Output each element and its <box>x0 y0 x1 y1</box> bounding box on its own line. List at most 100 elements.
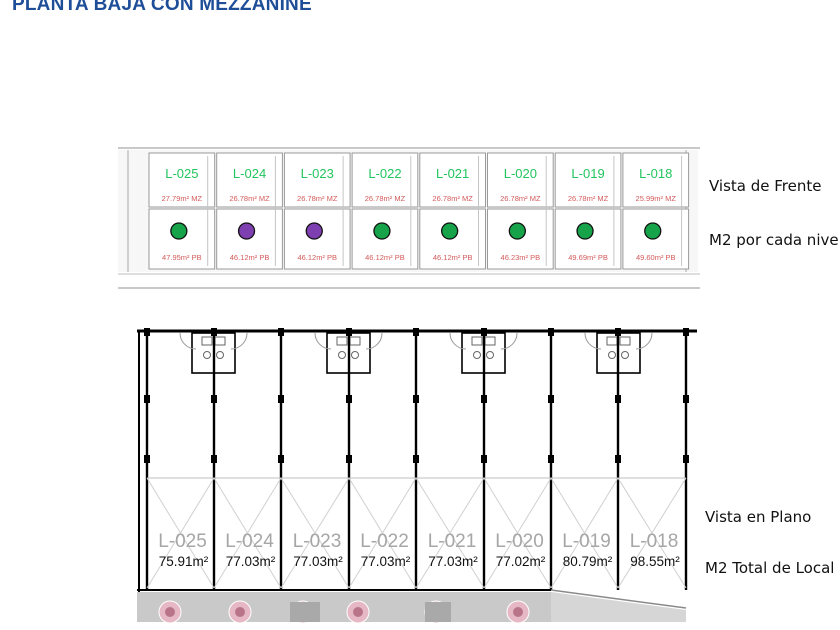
glazing-diagonal <box>617 477 687 589</box>
status-dot <box>170 222 188 240</box>
plan-unit-id: L-024 <box>225 531 274 552</box>
mezzanine-panel <box>487 152 554 208</box>
toilet-fixture <box>621 351 629 359</box>
door-swing <box>314 332 332 350</box>
front-unit-id: L-018 <box>639 166 672 181</box>
wall-column <box>278 455 284 463</box>
seating-table-center <box>235 607 245 617</box>
mezzanine-panel <box>419 152 486 208</box>
plan-unit-total-area: 77.03m² <box>293 554 343 569</box>
mezzanine-panel <box>148 152 216 208</box>
seating-table-center <box>353 607 363 617</box>
wall-column <box>413 395 419 403</box>
mezzanine-panel <box>283 152 351 208</box>
status-dot <box>237 222 256 240</box>
plan-unit-id: L-018 <box>630 531 679 552</box>
glazing-diagonal <box>483 477 552 589</box>
door-swing <box>230 332 248 350</box>
wall-column <box>683 455 689 463</box>
wall-column <box>144 455 150 463</box>
walkway-strip <box>137 592 551 622</box>
door-swing <box>635 332 653 350</box>
glazing-diagonal <box>213 477 282 589</box>
ground-area: 49.60m² PB <box>636 253 676 262</box>
plan-unit-total-area: 98.55m² <box>630 554 680 569</box>
ground-area: 46.12m² PB <box>230 253 270 262</box>
status-dot <box>644 222 662 240</box>
toilet-fixture <box>351 351 359 359</box>
toilet-fixture <box>608 351 616 359</box>
mezzanine-panel <box>622 152 690 208</box>
wall-column <box>346 455 352 463</box>
wall-column <box>615 395 621 403</box>
door-swing <box>449 332 467 350</box>
plan-unit-total-area: 80.79m² <box>563 554 613 569</box>
ground-area: 46.23m² PB <box>501 253 541 262</box>
front-elevation <box>118 147 700 289</box>
door-swing <box>584 332 602 350</box>
door-swing <box>500 332 518 350</box>
mezzanine-area: 27.79m² MZ <box>162 194 203 203</box>
front-view-label: Vista de Frente <box>709 177 822 195</box>
toilet-fixture <box>338 351 346 359</box>
wall-column <box>548 455 554 463</box>
wall-column <box>548 395 554 403</box>
status-dot <box>440 222 459 240</box>
sink-fixture <box>201 336 213 346</box>
ground-area: 46.12m² PB <box>365 253 405 262</box>
mezzanine-area: 26.78m² MZ <box>568 194 609 203</box>
ground-area: 46.12m² PB <box>433 253 473 262</box>
wall-column <box>683 395 689 403</box>
mezzanine-panel <box>554 152 622 208</box>
status-dot <box>508 222 526 240</box>
ground-area: 49.69m² PB <box>568 253 608 262</box>
wall-column <box>413 455 419 463</box>
plan-view-label: Vista en Plano <box>705 508 812 526</box>
floor-plan <box>136 328 697 624</box>
wall-column <box>278 395 284 403</box>
mezzanine-panel <box>216 152 283 208</box>
front-unit-id: L-024 <box>233 166 266 181</box>
front-unit-id: L-020 <box>504 166 537 181</box>
plan-unit-id: L-023 <box>293 531 342 552</box>
page-title: PLANTA BAJA CON MEZZANINE <box>12 0 312 15</box>
toilet-fixture <box>203 351 211 359</box>
sink-fixture <box>619 336 631 346</box>
plan-unit-id: L-021 <box>428 531 477 552</box>
status-dot <box>576 222 594 240</box>
plan-unit-total-area: 77.02m² <box>496 554 546 569</box>
sink-fixture <box>336 336 348 346</box>
mezzanine-area: 25.99m² MZ <box>636 194 677 203</box>
front-unit-id: L-021 <box>436 166 469 181</box>
glazing-diagonal <box>280 477 350 589</box>
front-unit-id: L-019 <box>571 166 604 181</box>
plan-unit-id: L-025 <box>158 531 207 552</box>
planter-box <box>290 602 320 622</box>
mezzanine-panel <box>351 152 419 208</box>
glazing-diagonal <box>415 477 485 589</box>
wall-column <box>211 455 217 463</box>
plan-unit-id: L-019 <box>562 531 611 552</box>
status-dot <box>373 222 391 240</box>
wall-column <box>615 455 621 463</box>
toilet-fixture <box>473 351 481 359</box>
wall-column <box>481 455 487 463</box>
front-unit-id: L-022 <box>368 166 401 181</box>
front-unit-id: L-023 <box>301 166 334 181</box>
walkway-strip <box>551 592 686 622</box>
glazing-diagonal <box>550 477 619 589</box>
glazing-diagonal <box>146 477 215 589</box>
front-unit-id: L-025 <box>165 166 198 181</box>
toilet-fixture <box>216 351 224 359</box>
seating-table-center <box>165 607 175 617</box>
mezzanine-area: 26.78m² MZ <box>500 194 541 203</box>
plan-unit-total-area: 77.03m² <box>428 554 478 569</box>
ground-area: 47.95m² PB <box>162 253 202 262</box>
ground-area: 46.12m² PB <box>297 253 337 262</box>
mezzanine-area: 26.78m² MZ <box>365 194 406 203</box>
seating-table-center <box>513 607 523 617</box>
planter-box <box>425 602 451 622</box>
wall-column <box>144 395 150 403</box>
door-swing <box>365 332 383 350</box>
